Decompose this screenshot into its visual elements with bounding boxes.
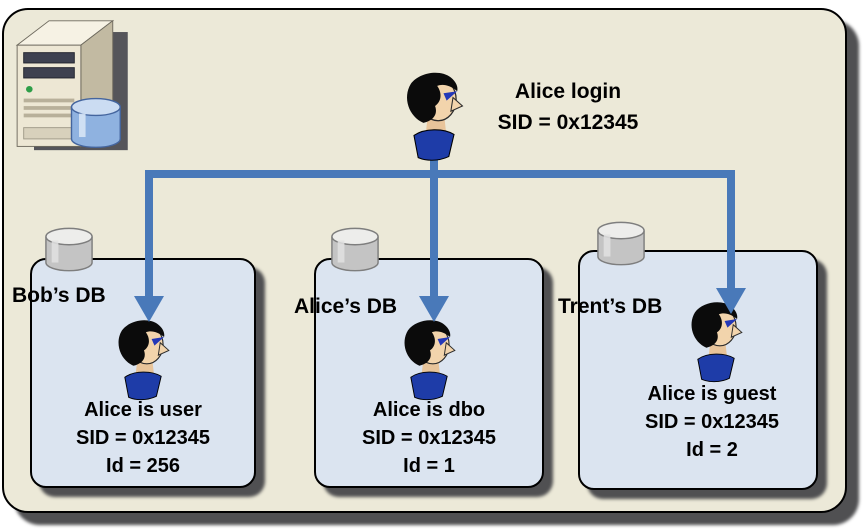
database-cylinder-icon <box>45 227 93 272</box>
database-cylinder-icon <box>331 227 379 272</box>
person-icon <box>404 320 456 401</box>
person-eye <box>437 337 451 346</box>
server-drive-bay <box>23 67 75 79</box>
server-led <box>26 85 33 93</box>
person-collar <box>697 353 735 383</box>
db-box-alices: Alice is dbo SID = 0x12345 Id = 1 <box>314 258 544 488</box>
db-role: Alice is dbo <box>372 399 486 421</box>
server-db-cylinder-top <box>70 97 121 117</box>
db-label-trents: Trent’s DB <box>558 295 663 318</box>
db-text-trents: Alice is guest SID = 0x12345 Id = 2 <box>594 380 830 464</box>
db-sid: SID = 0x12345 <box>645 411 779 433</box>
db-role: Alice is user <box>84 399 202 421</box>
db-text-alices: Alice is dbo SID = 0x12345 Id = 1 <box>316 396 542 480</box>
server-icon <box>15 19 128 151</box>
server-vent <box>23 113 75 118</box>
person-hair <box>407 72 458 123</box>
cylinder-highlight <box>603 234 611 257</box>
person-collar <box>410 371 448 401</box>
person-hair <box>118 320 165 366</box>
db-label-alices: Alice’s DB <box>294 295 398 318</box>
login-sid: SID = 0x12345 <box>497 111 639 134</box>
person-nose <box>730 323 743 339</box>
person-collar <box>413 129 455 161</box>
login-name: Alice login <box>514 80 622 103</box>
server-db-cylinder-highlight <box>79 113 86 138</box>
cylinder-highlight <box>51 240 59 263</box>
person-icon <box>691 302 743 383</box>
person-hair <box>404 320 451 366</box>
login-label: Alice login SID = 0x12345 <box>462 76 674 138</box>
db-id: Id = 1 <box>403 455 455 477</box>
db-id: Id = 256 <box>106 455 180 477</box>
server-drive-bay <box>23 52 75 64</box>
db-label-bobs: Bob’s DB <box>12 284 106 307</box>
db-id: Id = 2 <box>686 439 738 461</box>
cylinder-highlight <box>337 240 345 263</box>
db-role: Alice is guest <box>647 383 777 405</box>
person-nose <box>450 96 464 113</box>
db-sid: SID = 0x12345 <box>362 427 496 449</box>
database-cylinder-icon <box>597 221 645 266</box>
person-collar <box>124 371 162 401</box>
person-eye <box>443 91 458 101</box>
person-icon <box>407 72 464 161</box>
db-sid: SID = 0x12345 <box>76 427 210 449</box>
server-vent <box>23 106 75 110</box>
server-vent <box>23 127 75 140</box>
person-nose <box>443 341 456 357</box>
server-vent <box>23 98 75 103</box>
person-eye <box>724 319 738 328</box>
db-box-trents: Alice is guest SID = 0x12345 Id = 2 <box>578 250 818 490</box>
person-icon <box>118 320 170 401</box>
person-hair <box>691 302 738 348</box>
person-nose <box>157 341 170 357</box>
person-eye <box>151 337 165 346</box>
db-text-bobs: Alice is user SID = 0x12345 Id = 256 <box>32 396 254 480</box>
